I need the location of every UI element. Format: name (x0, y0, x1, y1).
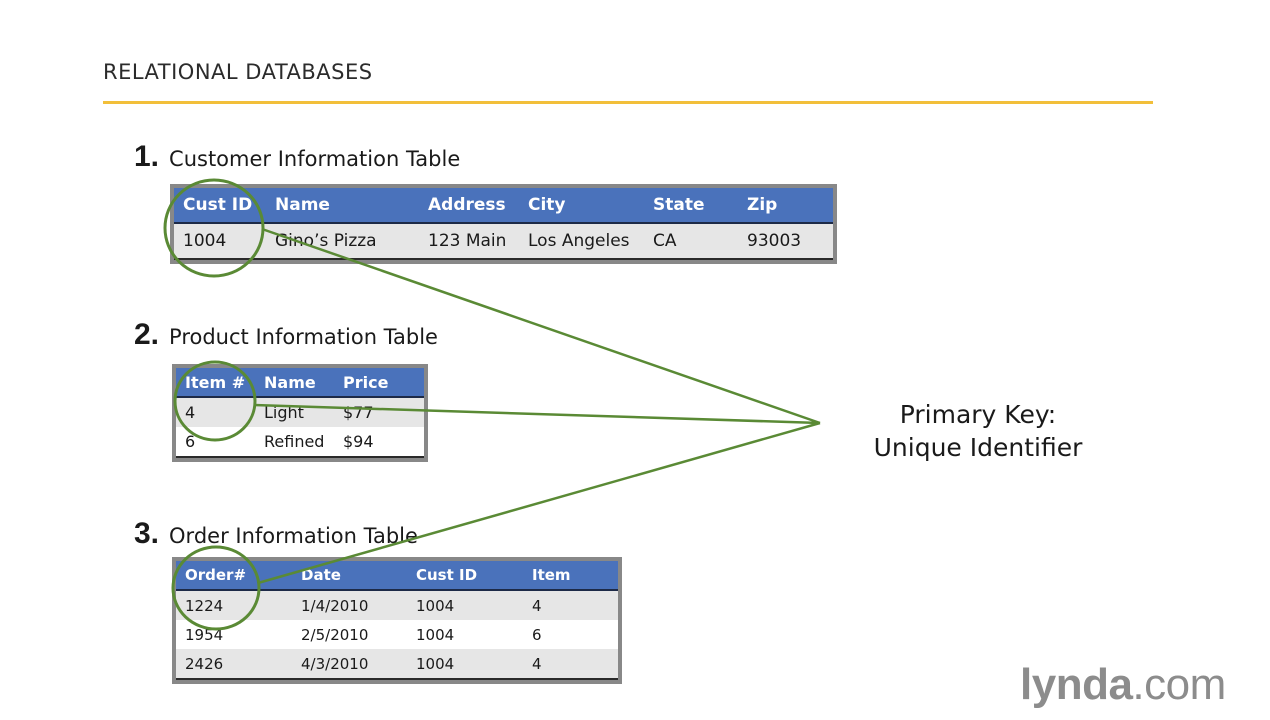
column-header: Order# (176, 561, 292, 591)
table-cell: Gino’s Pizza (266, 223, 419, 260)
table-cell: 1004 (407, 590, 523, 620)
section-number: 3. (134, 517, 160, 550)
table-cell: 1004 (174, 223, 266, 260)
section-heading-order: 3. Order Information Table (134, 517, 418, 551)
table-cell: 1004 (416, 625, 455, 644)
table-cell: $77 (334, 397, 424, 427)
column-header: Address (419, 188, 519, 224)
column-header: City (519, 188, 644, 224)
column-header: Name (266, 188, 419, 224)
logo-suffix: .com (1132, 660, 1226, 709)
customer-table-frame: Cust ID Name Address City State Zip 1004… (170, 184, 837, 264)
product-table: Item # Name Price 4 Light $77 6 Refined … (176, 368, 424, 458)
table-row: 1224 1/4/2010 1004 4 (176, 590, 618, 620)
table-cell: Refined (255, 427, 334, 458)
column-header: State (644, 188, 738, 224)
table-row: 1954 2/5/2010 1004 6 (176, 620, 618, 649)
section-heading-customer: 1. Customer Information Table (134, 140, 460, 174)
column-header: Cust ID (407, 561, 523, 591)
table-cell: 4 (176, 397, 255, 427)
section-label: Order Information Table (169, 524, 418, 548)
lynda-logo: lynda.com (1020, 660, 1226, 710)
table-cell: 2426 (176, 649, 292, 680)
section-label: Customer Information Table (169, 147, 461, 171)
logo-wordmark: lynda (1020, 660, 1133, 709)
table-cell: $94 (334, 427, 424, 458)
primary-key-callout: Primary Key: Unique Identifier (852, 398, 1104, 464)
table-cell: 1004 (407, 649, 523, 680)
column-header: Cust ID (174, 188, 266, 224)
table-cell: 4/3/2010 (292, 649, 407, 680)
table-cell: 6 (176, 427, 255, 458)
table-header-row: Order# Date Cust ID Item (176, 561, 618, 591)
section-number: 2. (134, 318, 160, 351)
table-cell: 1/4/2010 (292, 590, 407, 620)
table-cell: Light (255, 397, 334, 427)
table-cell: CA (644, 223, 738, 260)
table-cell: 123 Main (419, 223, 519, 260)
callout-line-1: Primary Key: (899, 400, 1057, 429)
product-table-frame: Item # Name Price 4 Light $77 6 Refined … (172, 364, 428, 462)
table-cell: 4 (523, 590, 618, 620)
callout-line-2: Unique Identifier (873, 433, 1083, 462)
column-header: Date (292, 561, 407, 591)
table-header-row: Cust ID Name Address City State Zip (174, 188, 833, 224)
section-number: 1. (134, 140, 160, 173)
table-header-row: Item # Name Price (176, 368, 424, 398)
table-cell: Los Angeles (519, 223, 644, 260)
table-cell: 2/5/2010 (301, 625, 369, 644)
column-header: Zip (738, 188, 833, 224)
column-header: Price (334, 368, 424, 398)
customer-table: Cust ID Name Address City State Zip 1004… (174, 188, 833, 260)
column-header: Item (523, 561, 618, 591)
order-table-frame: Order# Date Cust ID Item 1224 1/4/2010 1… (172, 557, 622, 684)
section-label: Product Information Table (169, 325, 438, 349)
table-cell: 93003 (738, 223, 833, 260)
section-heading-product: 2. Product Information Table (134, 318, 438, 352)
table-cell: 4 (523, 649, 618, 680)
table-cell: 1224 (176, 590, 292, 620)
table-row: 2426 4/3/2010 1004 4 (176, 649, 618, 680)
column-header: Name (255, 368, 334, 398)
title-divider (103, 101, 1153, 104)
table-row: 4 Light $77 (176, 397, 424, 427)
table-cell: 6 (532, 625, 542, 644)
column-header: Item # (176, 368, 255, 398)
slide-title: RELATIONAL DATABASES (103, 60, 373, 84)
order-table: Order# Date Cust ID Item 1224 1/4/2010 1… (176, 561, 618, 680)
table-cell: 1954 (185, 625, 224, 644)
table-row: 1004 Gino’s Pizza 123 Main Los Angeles C… (174, 223, 833, 260)
table-row: 6 Refined $94 (176, 427, 424, 458)
